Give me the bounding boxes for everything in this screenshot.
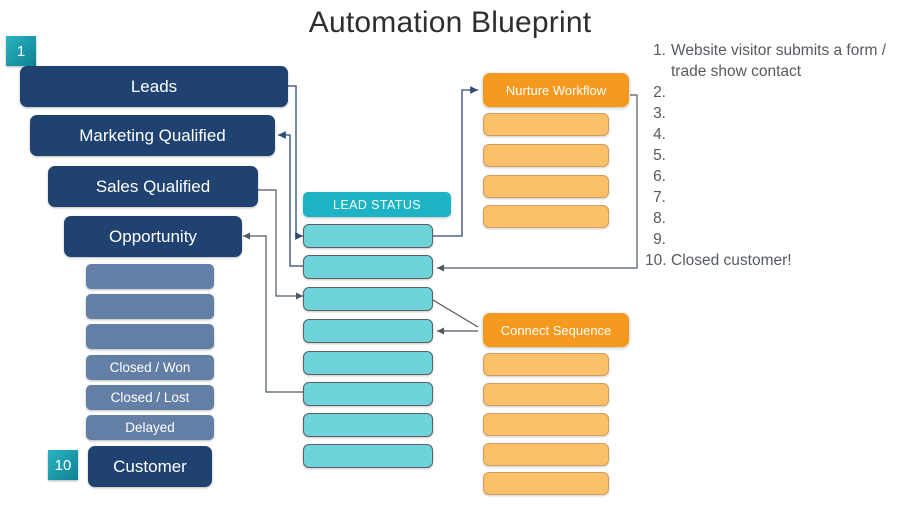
list-item: 9. bbox=[645, 229, 895, 250]
lead-status-row[interactable] bbox=[303, 287, 433, 311]
step-number: 3. bbox=[653, 105, 666, 122]
nurture-workflow-header: Nurture Workflow bbox=[483, 73, 629, 107]
funnel-stage-label: Delayed bbox=[125, 420, 175, 435]
connect-sequence-row[interactable] bbox=[483, 353, 609, 376]
step-number: 5. bbox=[653, 147, 666, 164]
lead-status-header-label: LEAD STATUS bbox=[333, 197, 421, 212]
nurture-workflow-row[interactable] bbox=[483, 113, 609, 136]
nurture-workflow-row[interactable] bbox=[483, 144, 609, 167]
list-item: 6. bbox=[645, 166, 895, 187]
step-number: 1. bbox=[653, 42, 666, 59]
lead-status-row[interactable] bbox=[303, 224, 433, 248]
lead-status-row[interactable] bbox=[303, 413, 433, 437]
funnel-stage-blank-3[interactable] bbox=[86, 324, 214, 349]
funnel-stage-delayed[interactable]: Delayed bbox=[86, 415, 214, 440]
step-number: 2. bbox=[653, 84, 666, 101]
lead-status-header: LEAD STATUS bbox=[303, 192, 451, 217]
nurture-workflow-row[interactable] bbox=[483, 205, 609, 228]
step-badge-first: 1 bbox=[6, 36, 36, 66]
funnel-stage-label: Leads bbox=[130, 76, 178, 96]
step-number: 10. bbox=[645, 252, 667, 269]
funnel-stage-closed-won[interactable]: Closed / Won bbox=[86, 355, 214, 380]
funnel-stage-label: Closed / Lost bbox=[110, 390, 190, 405]
funnel-stage-label: Sales Qualified bbox=[95, 176, 211, 196]
lead-status-row[interactable] bbox=[303, 382, 433, 406]
list-item: 5. bbox=[645, 145, 895, 166]
list-item: 2. bbox=[645, 82, 895, 103]
nurture-workflow-header-label: Nurture Workflow bbox=[505, 82, 607, 98]
lead-status-row[interactable] bbox=[303, 351, 433, 375]
step-number: 9. bbox=[653, 231, 666, 248]
step-text: Website visitor submits a form / trade s… bbox=[671, 42, 887, 80]
connect-sequence-row[interactable] bbox=[483, 472, 609, 495]
list-item: 10. Closed customer! bbox=[645, 250, 895, 271]
funnel-stage-label: Closed / Won bbox=[109, 360, 191, 375]
funnel-stage-opportunity[interactable]: Opportunity bbox=[64, 216, 242, 257]
lead-status-row[interactable] bbox=[303, 444, 433, 468]
funnel-stage-blank-1[interactable] bbox=[86, 264, 214, 289]
funnel-stage-customer[interactable]: Customer bbox=[88, 446, 212, 487]
list-item: 1. Website visitor submits a form / trad… bbox=[645, 40, 895, 82]
nurture-workflow-row[interactable] bbox=[483, 175, 609, 198]
page-title: Automation Blueprint bbox=[308, 6, 592, 39]
list-item: 4. bbox=[645, 124, 895, 145]
connect-sequence-row[interactable] bbox=[483, 383, 609, 406]
funnel-stage-leads[interactable]: Leads bbox=[20, 66, 288, 107]
steps-list: 1. Website visitor submits a form / trad… bbox=[645, 40, 895, 271]
connect-sequence-header-label: Connect Sequence bbox=[500, 322, 612, 338]
funnel-stage-label: Marketing Qualified bbox=[79, 125, 226, 145]
connect-sequence-header: Connect Sequence bbox=[483, 313, 629, 347]
step-number: 8. bbox=[653, 210, 666, 227]
connect-sequence-row[interactable] bbox=[483, 413, 609, 436]
step-text: Closed customer! bbox=[671, 252, 792, 269]
step-badge-last: 10 bbox=[48, 450, 78, 480]
funnel-stage-marketing-qualified[interactable]: Marketing Qualified bbox=[30, 115, 275, 156]
funnel-stage-label: Opportunity bbox=[109, 226, 197, 246]
lead-status-row[interactable] bbox=[303, 255, 433, 279]
list-item: 3. bbox=[645, 103, 895, 124]
list-item: 7. bbox=[645, 187, 895, 208]
connect-sequence-row[interactable] bbox=[483, 443, 609, 466]
lead-status-row[interactable] bbox=[303, 319, 433, 343]
funnel-stage-blank-2[interactable] bbox=[86, 294, 214, 319]
step-number: 6. bbox=[653, 168, 666, 185]
step-number: 4. bbox=[653, 126, 666, 143]
funnel-stage-sales-qualified[interactable]: Sales Qualified bbox=[48, 166, 258, 207]
funnel-stage-closed-lost[interactable]: Closed / Lost bbox=[86, 385, 214, 410]
funnel-stage-label: Customer bbox=[113, 456, 187, 476]
list-item: 8. bbox=[645, 208, 895, 229]
step-number: 7. bbox=[653, 189, 666, 206]
